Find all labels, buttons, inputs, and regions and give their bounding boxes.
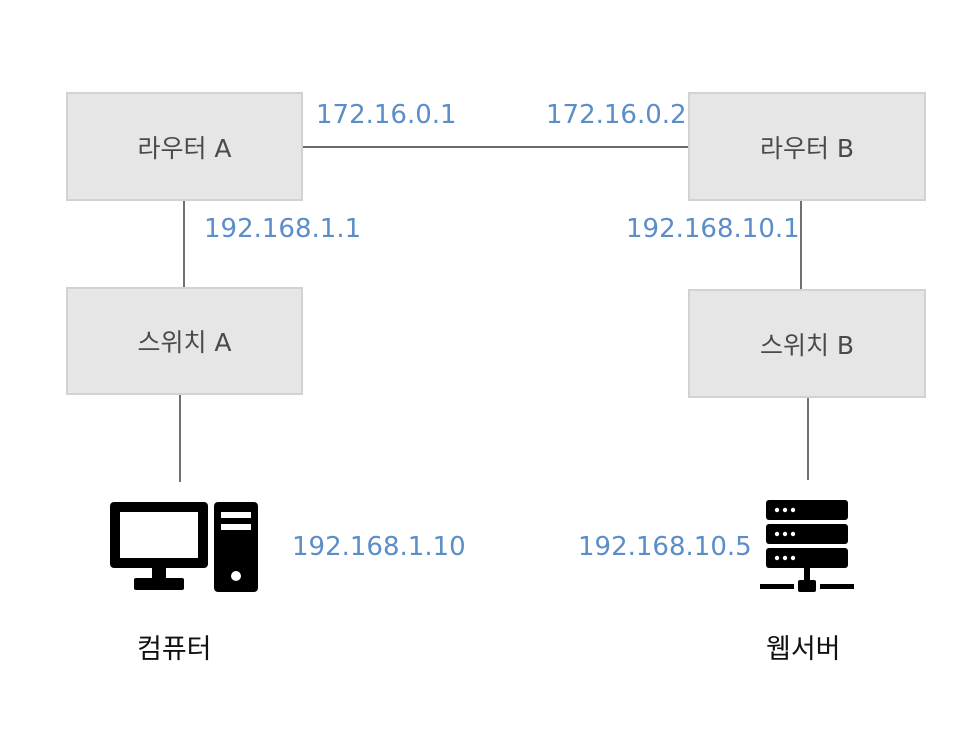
webserver-label: 웹서버	[766, 634, 841, 665]
switch-b-label: 스위치 B	[759, 330, 855, 360]
switch-b-box: 스위치 B	[688, 289, 926, 398]
desktop-computer-icon	[110, 502, 258, 592]
router-b-lan-ip: 192.168.10.1	[626, 214, 800, 244]
switch-a-box: 스위치 A	[66, 287, 303, 395]
router-a-lan-ip: 192.168.1.1	[204, 214, 362, 244]
switch-a-label: 스위치 A	[137, 328, 232, 357]
router-b-box: 라우터 B	[688, 92, 926, 201]
webserver-ip: 192.168.10.5	[578, 532, 752, 562]
router-a-wan-ip: 172.16.0.1	[316, 100, 457, 130]
router-b-label: 라우터 B	[759, 133, 855, 163]
computer-ip: 192.168.1.10	[292, 532, 466, 562]
server-rack-icon	[760, 500, 854, 592]
router-a-label: 라우터 A	[137, 133, 232, 163]
router-a-box: 라우터 A	[66, 92, 303, 201]
router-b-wan-ip: 172.16.0.2	[546, 100, 687, 130]
computer-label: 컴퓨터	[137, 634, 212, 665]
